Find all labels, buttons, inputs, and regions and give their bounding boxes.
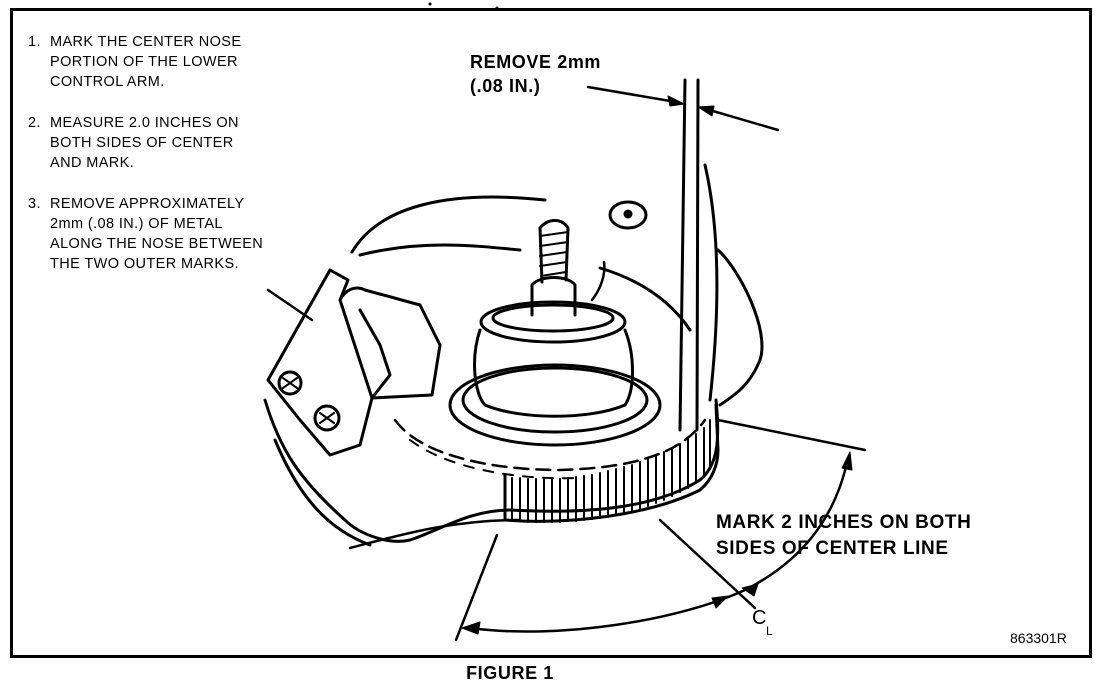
ball-stud (530, 276, 577, 317)
instruction-list: 1. MARK THE CENTER NOSE PORTION OF THE L… (28, 32, 328, 295)
arrow-head (697, 105, 715, 117)
nose-knurl (511, 419, 711, 523)
straightedge (678, 78, 687, 432)
rivet-center (623, 209, 633, 219)
ball-joint-boss (448, 363, 662, 447)
figure-caption: FIGURE 1 (466, 663, 554, 683)
dimension-arc (468, 456, 850, 633)
step-text: MEASURE 2.0 INCHES ON BOTH SIDES OF CENT… (50, 115, 239, 171)
boot-curve (590, 260, 606, 302)
instruction-step-2: 2. MEASURE 2.0 INCHES ON BOTH SIDES OF C… (28, 113, 328, 173)
control-arm-edge (348, 518, 522, 550)
figure-id: 863301R (1010, 630, 1067, 646)
step-number: 3. (28, 196, 41, 212)
casting-outline (598, 266, 692, 332)
arrow-head (711, 595, 729, 609)
straightedge (695, 78, 700, 432)
ball-joint-boot (473, 328, 634, 418)
instruction-step-3: 3. REMOVE APPROXIMATELY 2mm (.08 IN.) OF… (28, 194, 328, 274)
bracket (338, 286, 442, 400)
step-text: MARK THE CENTER NOSE PORTION OF THE LOWE… (50, 34, 242, 90)
bolt-head (319, 412, 335, 424)
ball-stud-thread (538, 219, 570, 284)
figure-frame (10, 8, 1092, 658)
stray-mark (495, 6, 499, 10)
bolt-head (282, 377, 298, 389)
arrow-head (667, 95, 685, 107)
arrow-head (741, 583, 759, 597)
casting-outline (703, 163, 719, 402)
arrow-head (461, 621, 481, 635)
step-text: REMOVE APPROXIMATELY 2mm (.08 IN.) OF ME… (50, 196, 264, 272)
centerline-symbol-sub: L (766, 624, 773, 638)
casting-outline (350, 195, 547, 254)
centerline-symbol: C (752, 607, 767, 629)
ball-joint-boss-inner (461, 366, 649, 434)
boot-rim (479, 300, 627, 344)
dimension-arrow (704, 107, 780, 132)
extension-line (454, 533, 499, 642)
control-arm-edge (273, 438, 372, 547)
remove-callout: REMOVE 2mm (.08 IN.) (470, 52, 602, 96)
step-number: 1. (28, 34, 41, 50)
bracket-leader (266, 288, 314, 322)
bolt-head (277, 370, 303, 396)
extension-line (716, 418, 867, 452)
mark-callout: MARK 2 INCHES ON BOTH SIDES OF CENTER LI… (716, 512, 972, 559)
arrow-head (841, 451, 853, 471)
dimension-arrow (586, 85, 678, 104)
arm-dashed-edge (393, 418, 707, 472)
instruction-step-1: 1. MARK THE CENTER NOSE PORTION OF THE L… (28, 32, 328, 92)
bolt-head (313, 404, 341, 432)
step-number: 2. (28, 115, 41, 131)
casting-outline (358, 243, 522, 257)
control-arm-body (263, 398, 720, 543)
bracket (358, 308, 392, 400)
ball-stud-thread (539, 231, 569, 277)
stray-mark (428, 2, 432, 6)
casting-outline (716, 248, 764, 407)
boot-rim (491, 303, 615, 333)
arm-dashed-edge (409, 439, 581, 480)
rivet (608, 200, 648, 230)
